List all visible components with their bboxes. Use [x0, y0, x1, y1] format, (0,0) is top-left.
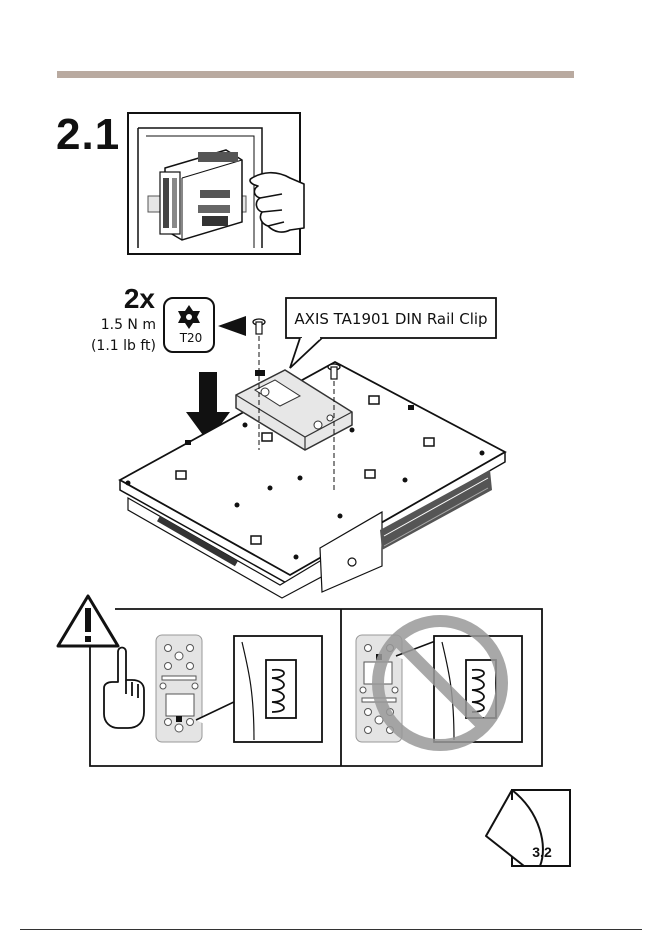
footer-divider [20, 929, 642, 930]
bit-label: T20 [171, 331, 211, 345]
pointer-arrow-icon [218, 316, 246, 336]
screw-quantity: 2x [0, 283, 155, 315]
torque-spec: 1.5 N m (1.1 lb ft) [0, 315, 156, 357]
correct-orientation-illustration [104, 635, 322, 742]
torque-imperial: (1.1 lb ft) [0, 336, 156, 357]
product-callout-label: AXIS TA1901 DIN Rail Clip [286, 310, 496, 328]
product-callout [286, 298, 496, 368]
torque-metric: 1.5 N m [0, 315, 156, 336]
step-inset-panel [128, 113, 304, 254]
pointing-hand-icon [104, 648, 144, 729]
warning-triangle-icon [58, 596, 118, 646]
next-page-label: 3.2 [522, 844, 562, 860]
